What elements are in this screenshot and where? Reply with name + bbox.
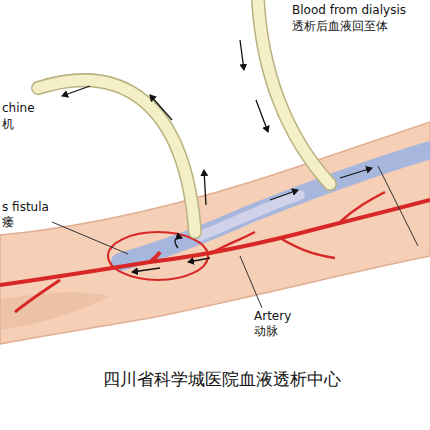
flow-arrow bbox=[62, 86, 90, 96]
fistula-join bbox=[150, 252, 160, 262]
flow-arrow bbox=[256, 100, 268, 132]
caption: 四川省科学城医院血液透析中心 bbox=[103, 368, 341, 391]
artery-branch bbox=[15, 280, 60, 312]
tube bbox=[38, 80, 195, 232]
artery bbox=[0, 200, 430, 285]
leader-line bbox=[52, 222, 128, 254]
flow-arrow bbox=[340, 168, 372, 178]
leader-line bbox=[378, 166, 418, 246]
callout-label: chine bbox=[2, 102, 35, 116]
flow-arrow bbox=[204, 170, 206, 205]
flow-arrow bbox=[270, 190, 298, 200]
tube-outline bbox=[38, 80, 195, 232]
leader-line bbox=[240, 256, 262, 308]
callout-label: 瘘 bbox=[2, 216, 14, 230]
callout-label: Artery bbox=[254, 310, 291, 324]
arm-shape bbox=[0, 122, 430, 344]
vein bbox=[120, 150, 430, 262]
callout-label: 动脉 bbox=[254, 325, 278, 339]
flow-arrow bbox=[150, 95, 172, 120]
artery-branch bbox=[210, 232, 255, 254]
callout-label: Blood from dialysis bbox=[292, 4, 406, 18]
artery-branch bbox=[340, 192, 385, 222]
fistula-ring bbox=[108, 232, 208, 280]
vein-highlight bbox=[200, 195, 300, 236]
callout-label: s fistula bbox=[2, 201, 49, 215]
flow-arrow bbox=[240, 40, 244, 70]
flow-arrow bbox=[132, 268, 160, 272]
artery-branch bbox=[280, 238, 335, 258]
callout-label: 透析后血液回至体 bbox=[292, 20, 388, 34]
flow-arrow bbox=[188, 258, 210, 262]
callout-label: 机 bbox=[2, 118, 14, 132]
flow-arrow bbox=[175, 237, 182, 248]
